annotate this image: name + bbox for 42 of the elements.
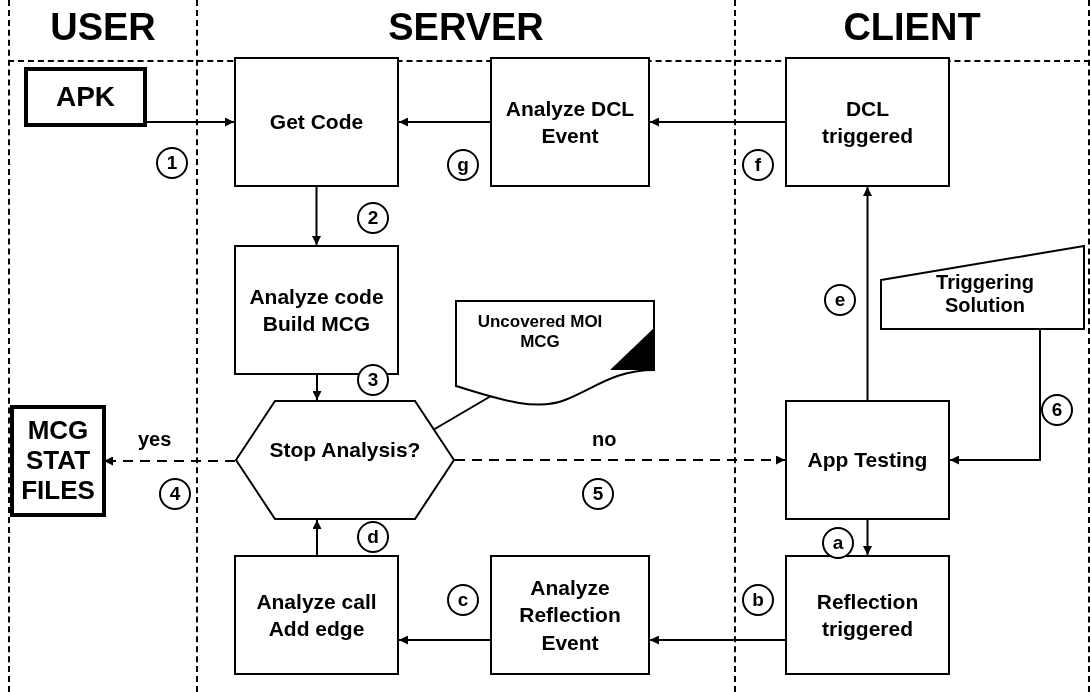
edge-label: d (357, 521, 389, 553)
edge-label: b (742, 584, 774, 616)
edge-label: e (824, 284, 856, 316)
process-box: Analyze Reflection Event (490, 555, 650, 675)
arrow (649, 635, 786, 645)
edge-label: 3 (357, 364, 389, 396)
shape-text: Triggering Solution (935, 271, 1035, 317)
process-box: Reflection triggered (785, 555, 950, 675)
arrow (398, 117, 491, 127)
edge-label: 5 (582, 478, 614, 510)
data-box: APK (24, 67, 147, 127)
edge-label: g (447, 149, 479, 181)
decision-hexagon (235, 400, 455, 520)
edge-label: 1 (156, 147, 188, 179)
edge-label: 6 (1041, 394, 1073, 426)
arrow (312, 374, 322, 401)
shape-text: Stop Analysis? (268, 438, 422, 462)
process-box: Analyze call Add edge (234, 555, 399, 675)
lane-title: CLIENT (842, 6, 982, 49)
process-box: Analyze DCL Event (490, 57, 650, 187)
manual-input-shape (880, 245, 1085, 330)
arrow (649, 117, 786, 127)
process-box: DCL triggered (785, 57, 950, 187)
process-box: Get Code (234, 57, 399, 187)
dashed-arrow (454, 455, 786, 465)
arrow (312, 186, 321, 246)
arrow (863, 186, 872, 401)
swimlane (8, 0, 198, 692)
edge-label: f (742, 149, 774, 181)
arrow (312, 519, 322, 556)
edge-label: 2 (357, 202, 389, 234)
edge-label: 4 (159, 478, 191, 510)
arrow (863, 519, 872, 556)
data-box: MCG STAT FILES (10, 405, 106, 517)
process-box: App Testing (785, 400, 950, 520)
edge-label: a (822, 527, 854, 559)
lane-title: USER (49, 6, 157, 49)
shape-text: Uncovered MOI MCG (476, 312, 604, 352)
lane-title: SERVER (387, 6, 545, 49)
arrow (398, 635, 491, 645)
arrow (949, 329, 1041, 465)
edge-label: c (447, 584, 479, 616)
